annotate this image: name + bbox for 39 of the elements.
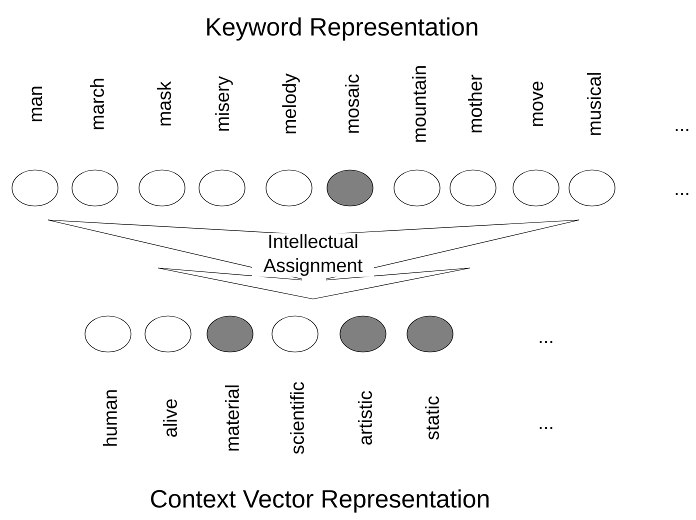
ellipse <box>266 170 312 206</box>
ellipse <box>144 316 192 352</box>
caption: Context Vector Representation <box>151 489 489 513</box>
ellipsis: ... <box>676 193 688 196</box>
filled-ellipse <box>406 316 454 352</box>
ellipse <box>12 170 58 206</box>
word-label: static <box>425 396 439 440</box>
ellipse <box>512 170 560 206</box>
ellipse <box>394 170 440 206</box>
word-label: mosaic <box>345 74 359 133</box>
ellipse <box>138 170 186 206</box>
filled-ellipse <box>206 316 254 352</box>
word-label: mask <box>157 81 171 126</box>
filled-ellipse <box>326 170 374 206</box>
word-label: mother <box>468 74 482 132</box>
word-label: alive <box>163 399 177 437</box>
ellipse <box>72 170 118 206</box>
word-label: misery <box>215 76 233 131</box>
ellipse <box>84 316 132 352</box>
filled-ellipse <box>340 316 386 352</box>
annotation: Intellectual Assignment <box>252 233 374 277</box>
word-label: scientific <box>290 382 304 454</box>
word-label: move <box>532 82 544 126</box>
ellipse <box>198 170 246 206</box>
ellipsis: ... <box>540 341 552 344</box>
ellipse <box>272 316 318 352</box>
word-label: march <box>90 78 104 130</box>
ellipse <box>568 170 616 206</box>
word-label: mountain <box>412 66 426 142</box>
word-label: human <box>103 390 117 446</box>
title: Keyword Representation <box>207 17 478 41</box>
word-label: melody <box>282 73 300 134</box>
word-label: material <box>225 386 239 451</box>
word-label: artistic <box>358 391 372 445</box>
word-label: musical <box>587 73 601 135</box>
ellipsis: ... <box>676 129 688 132</box>
word-label: man <box>32 86 42 122</box>
ellipse <box>450 170 496 206</box>
ellipsis: ... <box>540 427 552 430</box>
